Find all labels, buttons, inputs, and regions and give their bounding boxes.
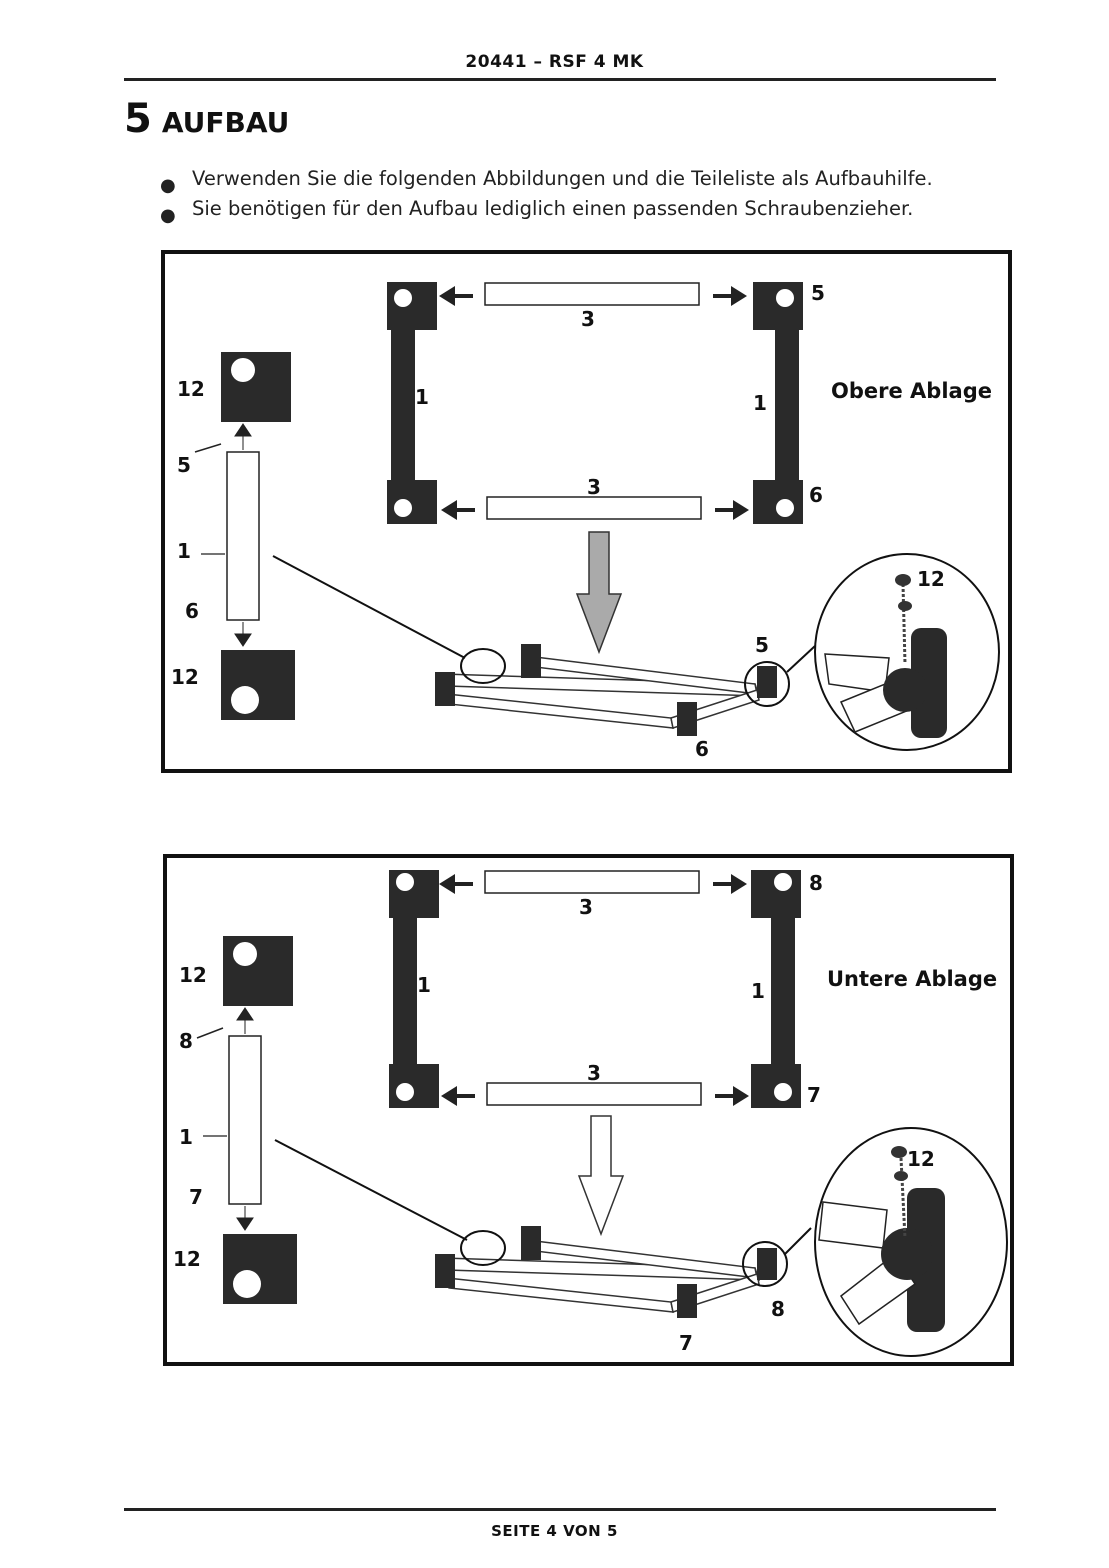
label-left-bot-conn: 7	[189, 1185, 203, 1209]
section-title: AUFBAU	[161, 106, 290, 139]
section-number: 5	[124, 96, 152, 142]
label-left-top-num: 12	[179, 963, 207, 987]
bar-top	[484, 282, 700, 306]
instruction-item: ●Verwenden Sie die folgenden Abbildungen…	[160, 164, 933, 196]
detail-view	[814, 1127, 1008, 1357]
label-side-right: 1	[753, 391, 767, 415]
callout-line	[786, 645, 816, 673]
assembled-frame	[435, 644, 790, 736]
callout-line	[274, 1139, 468, 1241]
document-id: 20441 – RSF 4 MK	[465, 52, 644, 72]
arrow-right-icon	[713, 286, 747, 306]
arrow-right-icon	[715, 500, 749, 520]
label-left-mid: 1	[179, 1125, 193, 1149]
callout-line	[272, 555, 466, 659]
shelf-label: Untere Ablage	[827, 967, 997, 991]
bar-bottom	[486, 496, 702, 520]
header-rule	[124, 78, 996, 81]
footer-rule	[124, 1508, 996, 1511]
shelf-label: Obere Ablage	[831, 379, 992, 403]
label-frame-right: 8	[771, 1297, 785, 1321]
arrow-left-icon	[439, 874, 473, 894]
connector-exploded-view	[194, 352, 295, 720]
label-bar-bottom: 3	[587, 475, 601, 499]
label-screw: 12	[907, 1147, 935, 1171]
section-heading: 5 AUFBAU	[124, 96, 289, 142]
label-left-mid: 1	[177, 539, 191, 563]
label-bottom-right: 7	[807, 1083, 821, 1107]
label-left-bot-conn: 6	[185, 599, 199, 623]
label-frame-right: 5	[755, 633, 769, 657]
arrow-right-icon	[715, 1086, 749, 1106]
assembled-frame	[435, 1226, 788, 1318]
down-arrow-icon	[577, 1115, 625, 1237]
label-left-bot-num: 12	[173, 1247, 201, 1271]
assembly-diagram: 3 3 1 1 5 6 Obere Ablage 12 5 1 6 12	[171, 281, 1000, 761]
bar-top	[484, 870, 700, 894]
label-left-top-conn: 8	[179, 1029, 193, 1053]
label-frame-bottom: 7	[679, 1331, 693, 1355]
side-piece-left	[387, 282, 437, 524]
bar-bottom	[486, 1082, 702, 1106]
label-left-top-num: 12	[177, 377, 205, 401]
label-bar-top: 3	[579, 895, 593, 919]
side-piece-right	[751, 870, 801, 1108]
assembly-figure-upper-shelf: 3 3 1 1 5 6 Obere Ablage 12 5 1 6 12	[161, 250, 1012, 773]
assembly-diagram: 3 3 1 1 8 7 Untere Ablage 12 8 1 7 12	[173, 870, 1008, 1357]
arrow-right-icon	[713, 874, 747, 894]
instruction-item: ●Sie benötigen für den Aufbau lediglich …	[160, 194, 933, 226]
page-number: SEITE 4 VON 5	[491, 1522, 618, 1540]
label-bar-top: 3	[581, 307, 595, 331]
detail-view	[814, 553, 1000, 751]
label-frame-bottom: 6	[695, 737, 709, 761]
label-screw: 12	[917, 567, 945, 591]
side-piece-right	[753, 282, 803, 524]
label-left-bot-num: 12	[171, 665, 199, 689]
label-left-top-conn: 5	[177, 453, 191, 477]
label-top-right: 8	[809, 871, 823, 895]
connector-exploded-view	[196, 936, 297, 1304]
bullet-icon: ●	[160, 175, 176, 196]
label-side-left: 1	[417, 973, 431, 997]
down-arrow-icon	[575, 531, 623, 655]
label-side-left: 1	[415, 385, 429, 409]
side-piece-left	[389, 870, 439, 1108]
callout-line	[784, 1227, 812, 1255]
label-bar-bottom: 3	[587, 1061, 601, 1085]
arrow-left-icon	[439, 286, 473, 306]
instruction-list: ●Verwenden Sie die folgenden Abbildungen…	[160, 164, 933, 226]
arrow-left-icon	[441, 500, 475, 520]
arrow-left-icon	[441, 1086, 475, 1106]
label-side-right: 1	[751, 979, 765, 1003]
assembly-figure-lower-shelf: 3 3 1 1 8 7 Untere Ablage 12 8 1 7 12	[163, 854, 1014, 1366]
bullet-icon: ●	[160, 205, 176, 226]
label-top-right: 5	[811, 281, 825, 305]
label-bottom-right: 6	[809, 483, 823, 507]
